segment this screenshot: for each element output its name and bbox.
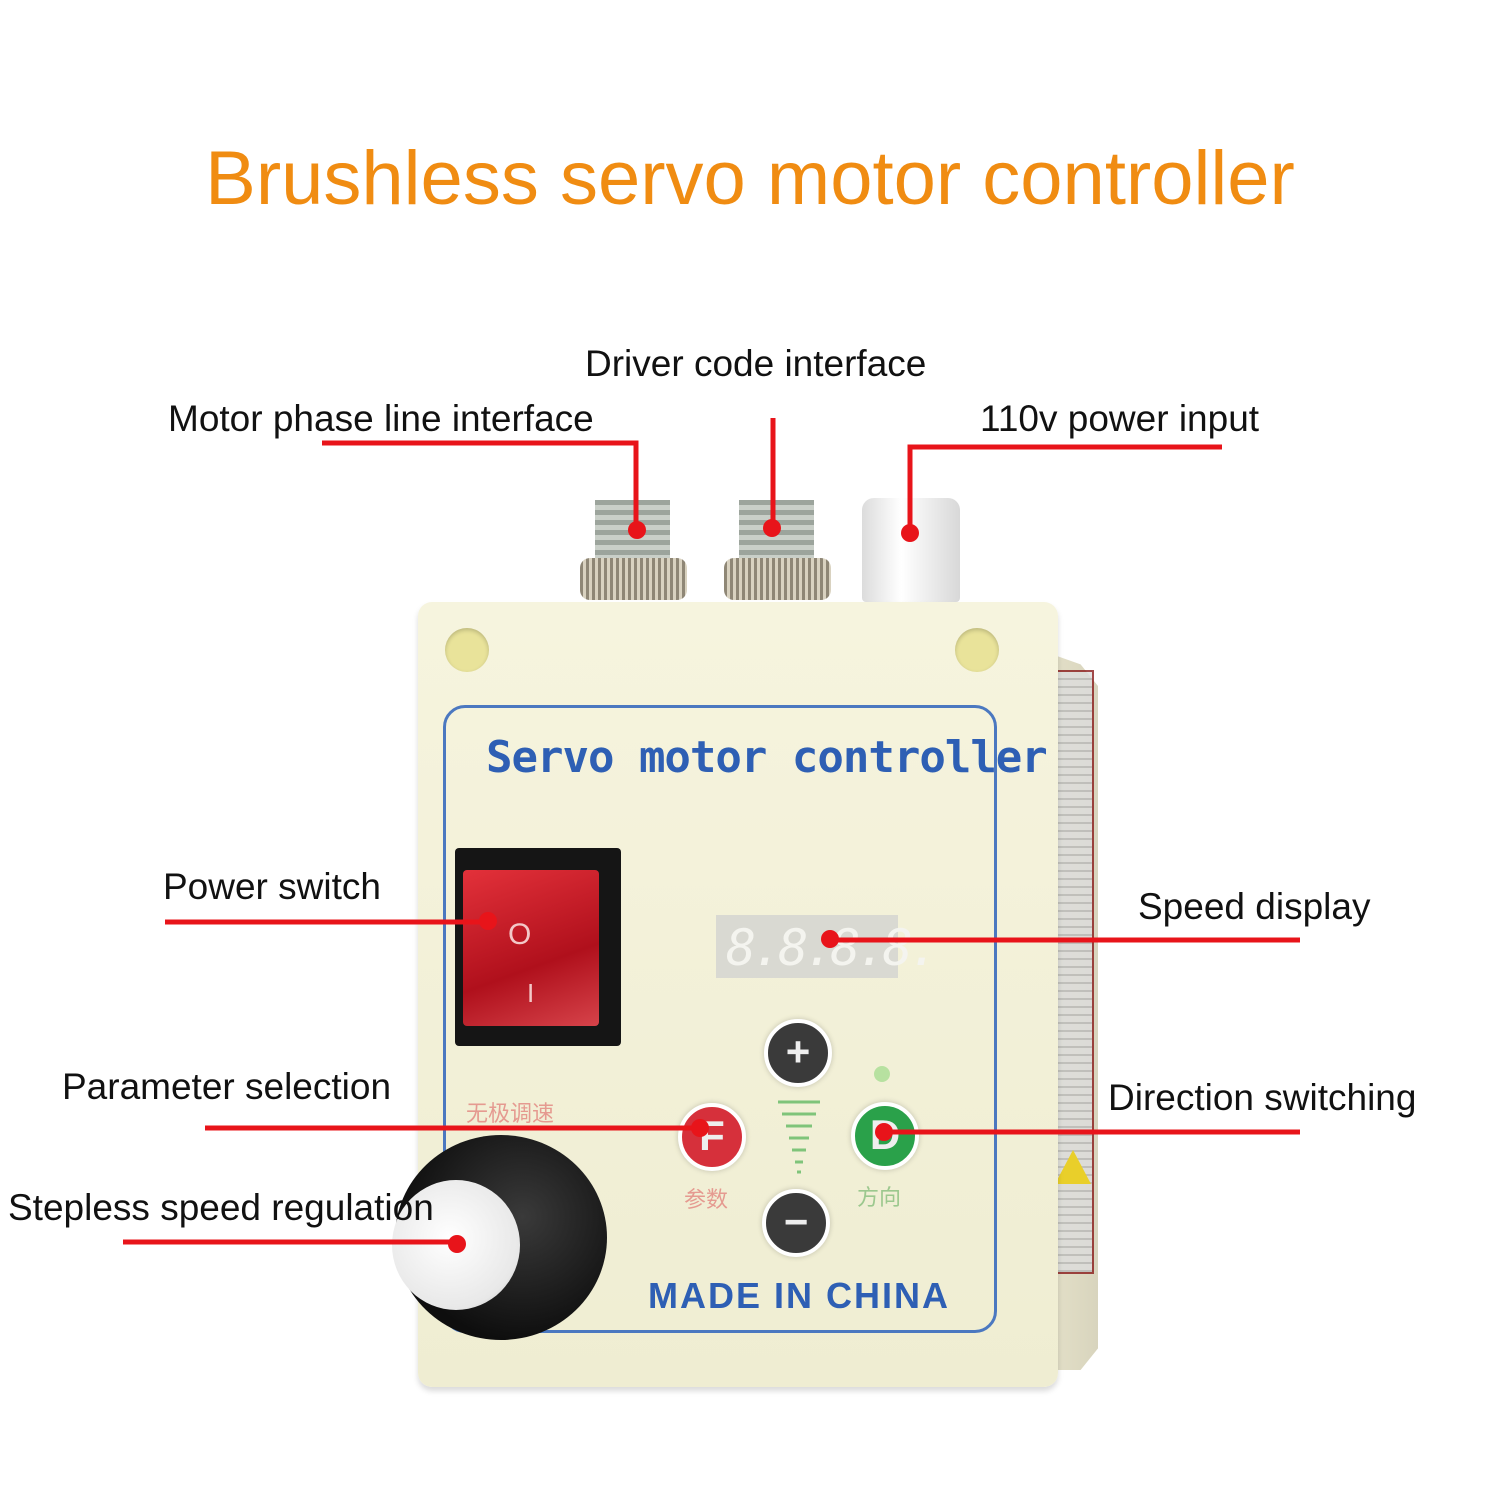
display-value: 8.8.8.8.: [726, 919, 939, 977]
cn-parameter-label: 参数: [684, 1188, 729, 1213]
direction-led-icon: [874, 1066, 890, 1082]
speed-level-bars-icon: [778, 1100, 820, 1174]
callout-motor-phase: Motor phase line interface: [168, 398, 594, 439]
mounting-hole-left: [445, 628, 489, 672]
callout-power-input: 110v power input: [980, 398, 1260, 439]
callout-parameter-selection: Parameter selection: [62, 1066, 392, 1107]
driver-code-connector: [724, 500, 831, 600]
power-input-dot: [901, 524, 919, 542]
panel-title: Servo motor controller: [486, 732, 1048, 783]
callout-driver-code: Driver code interface: [585, 343, 927, 384]
warning-icon: [1055, 1150, 1091, 1184]
cn-direction-label: 方向: [857, 1186, 902, 1211]
parameter-button[interactable]: F: [678, 1103, 746, 1171]
cn-stepless-label: 无极调速: [466, 1102, 555, 1127]
panel-frame: [443, 705, 997, 1333]
speed-display: 8.8.8.8.: [716, 915, 939, 978]
switch-off-symbol: O: [508, 918, 532, 951]
plus-button[interactable]: +: [764, 1019, 832, 1087]
power-switch[interactable]: O I: [463, 870, 599, 1026]
callout-power-switch: Power switch: [163, 866, 381, 907]
power-switch-dot: [479, 912, 497, 930]
driver-code-dot: [763, 519, 781, 537]
motor-phase-dot: [628, 521, 646, 539]
motor-phase-line: [322, 440, 639, 530]
minus-button[interactable]: −: [762, 1189, 830, 1257]
callout-speed-display: Speed display: [1138, 886, 1371, 927]
stepless-dot: [448, 1235, 466, 1253]
callout-stepless-speed: Stepless speed regulation: [8, 1187, 434, 1228]
speed-display-dot: [821, 930, 839, 948]
callout-direction-switching: Direction switching: [1108, 1077, 1417, 1118]
mounting-hole-right: [955, 628, 999, 672]
direction-dot: [875, 1123, 893, 1141]
power-input-line: [907, 444, 1222, 532]
diagram-title: Brushless servo motor controller: [205, 136, 1295, 221]
made-in-label: MADE IN CHINA: [648, 1275, 950, 1316]
parameter-dot: [691, 1119, 709, 1137]
switch-on-symbol: I: [527, 978, 535, 1008]
